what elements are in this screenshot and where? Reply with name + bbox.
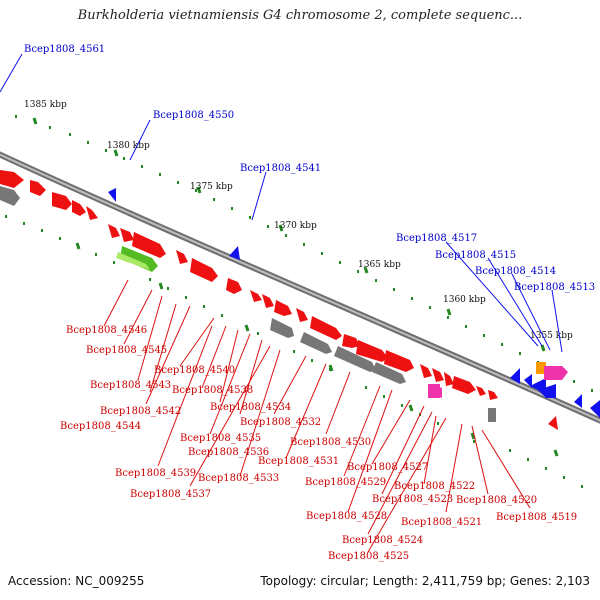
gene-red [384,350,414,372]
gene-pink [544,366,568,380]
gene-orange [536,362,546,374]
gene-red [476,386,486,396]
gene-blue-forward [538,384,556,398]
gene-label[interactable]: Bcep1808_4544 [60,421,141,432]
tick-label-1370: 1370 kbp [274,221,317,231]
tick-label-1355: 1355 kbp [530,331,573,341]
gene-blue-forward [574,394,582,408]
reverse-strand-genes [0,170,558,430]
gene-red [190,258,218,282]
gene-red [548,416,558,430]
gene-gray [334,346,376,372]
gene-red [420,364,432,378]
gene-blue-forward [229,246,240,260]
accession-text: Accession: NC_009255 [8,574,145,588]
gene-label[interactable]: Bcep1808_4521 [401,517,482,528]
gene-label[interactable]: Bcep1808_4520 [456,495,537,506]
gene-label[interactable]: Bcep1808_4538 [172,385,253,396]
gene-label[interactable]: Bcep1808_4530 [290,437,371,448]
gene-label[interactable]: Bcep1808_4546 [66,325,147,336]
gene-red [176,250,188,264]
gene-red [432,368,444,382]
outer-tick-ring [15,115,593,392]
gene-blue-forward [524,374,532,388]
gene-green [120,246,158,272]
tick-label-1365: 1365 kbp [358,260,401,270]
red-leader-lines [103,279,531,553]
gene-label[interactable]: Bcep1808_4527 [347,462,428,473]
tick-label-1375: 1375 kbp [190,182,233,192]
gene-label[interactable]: Bcep1808_4513 [514,282,595,293]
inner-tick-ring [5,215,583,488]
gene-label[interactable]: Bcep1808_4535 [180,433,261,444]
gene-label[interactable]: Bcep1808_4525 [328,551,409,562]
gene-red [310,316,342,340]
gene-label[interactable]: Bcep1808_4523 [372,494,453,505]
gene-label[interactable]: Bcep1808_4532 [240,417,321,428]
gene-red [452,376,476,394]
gene-red [226,278,242,294]
blue-leader-lines [0,53,563,353]
gene-label[interactable]: Bcep1808_4540 [154,365,235,376]
gene-red [250,290,262,302]
gene-red [274,300,292,316]
gene-red [262,294,274,308]
gene-label[interactable]: Bcep1808_4522 [394,481,475,492]
outer-major-ticks [32,117,546,352]
tick-label-1360: 1360 kbp [443,295,486,305]
gene-gray [0,186,20,206]
gene-gray [270,318,294,338]
tick-label-1385: 1385 kbp [24,100,67,110]
forward-strand-genes [108,188,600,418]
gene-label[interactable]: Bcep1808_4517 [396,233,477,244]
gene-label[interactable]: Bcep1808_4515 [435,250,516,261]
gene-label[interactable]: Bcep1808_4514 [475,266,556,277]
gene-red [444,372,454,386]
gene-blue-forward [590,400,600,418]
gene-gray [372,362,406,384]
red-gene-labels: Bcep1808_4546 Bcep1808_4545 Bcep1808_454… [60,325,577,562]
gene-gray [488,408,496,422]
gene-label[interactable]: Bcep1808_4539 [115,468,196,479]
gene-label[interactable]: Bcep1808_4534 [210,402,291,413]
gene-red [52,192,72,210]
gene-blue-forward [510,368,520,384]
gene-red [0,170,24,188]
gene-red [108,224,120,238]
gene-red [30,180,46,196]
blue-gene-labels: Bcep1808_4561 Bcep1808_4550 Bcep1808_454… [24,44,595,293]
gene-label[interactable]: Bcep1808_4545 [86,345,167,356]
gene-label[interactable]: Bcep1808_4529 [305,477,386,488]
gene-label[interactable]: Bcep1808_4528 [306,511,387,522]
gene-label[interactable]: Bcep1808_4531 [258,456,339,467]
gene-label[interactable]: Bcep1808_4536 [188,447,269,458]
gene-green [116,252,150,270]
gene-red [296,308,308,322]
map-title: Burkholderia vietnamiensis G4 chromosome… [77,8,523,23]
gene-label[interactable]: Bcep1808_4561 [24,44,105,55]
gene-label[interactable]: Bcep1808_4537 [130,489,211,500]
gene-red [356,340,388,362]
gene-red [120,228,134,242]
gene-label[interactable]: Bcep1808_4533 [198,473,279,484]
inner-major-ticks [75,242,559,457]
gene-pink [436,386,442,398]
gene-label[interactable]: Bcep1808_4524 [342,535,423,546]
gene-red [86,206,98,220]
gene-label[interactable]: Bcep1808_4543 [90,380,171,391]
tick-label-1380: 1380 kbp [107,141,150,151]
gene-blue-forward [108,188,116,202]
gene-red [132,232,166,258]
gene-label[interactable]: Bcep1808_4542 [100,406,181,417]
gene-label[interactable]: Bcep1808_4541 [240,163,321,174]
topology-text: Topology: circular; Length: 2,411,759 bp… [260,574,590,588]
gene-gray [300,332,332,354]
gene-red [488,390,498,400]
gene-red [72,200,86,216]
gene-label[interactable]: Bcep1808_4550 [153,110,234,121]
gene-red [342,334,360,348]
gene-label[interactable]: Bcep1808_4519 [496,512,577,523]
